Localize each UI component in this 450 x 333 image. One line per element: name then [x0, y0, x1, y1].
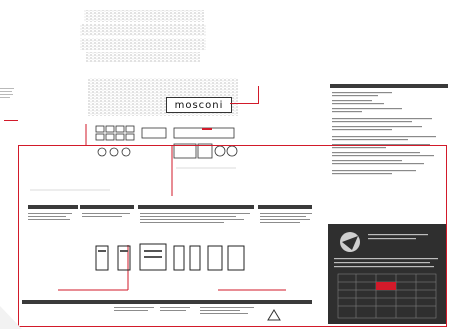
footer-text [114, 307, 281, 321]
spec-card [328, 224, 446, 324]
section-header-4 [258, 205, 312, 209]
connector-strip-left [92, 124, 172, 164]
footer-header [22, 300, 312, 304]
section-header-2 [80, 205, 134, 209]
product-grille-top [78, 6, 208, 68]
logo-callout-line [230, 103, 258, 104]
left-callout-text [0, 86, 18, 110]
section-header-1 [28, 205, 78, 209]
section-header-3 [138, 205, 254, 209]
page-corner-fold [0, 300, 22, 329]
left-callout-line [4, 120, 18, 121]
spec-panel [330, 84, 448, 184]
logo-callout-vertical [258, 86, 259, 104]
connector-strip-right [172, 124, 242, 164]
brand-logo-text: mosconi [174, 99, 224, 111]
section-body-text [28, 213, 312, 223]
spec-panel-header [330, 84, 448, 88]
brand-logo: mosconi [166, 97, 232, 113]
rear-connectors [88, 240, 268, 280]
